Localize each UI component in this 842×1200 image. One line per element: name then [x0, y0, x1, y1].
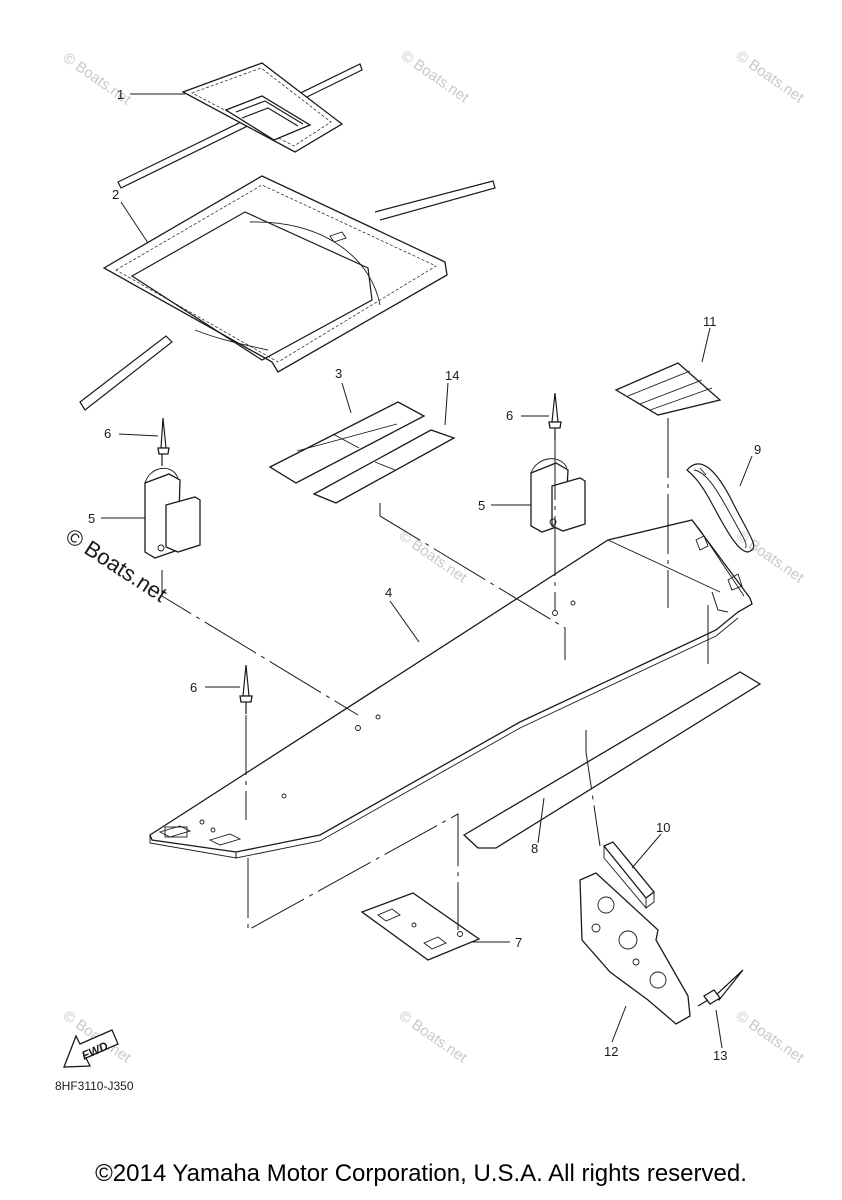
watermark: © Boats.net	[733, 47, 808, 106]
callout-13: 13	[713, 1048, 727, 1063]
callout-4: 4	[385, 585, 392, 600]
watermark: © Boats.net	[733, 527, 808, 586]
callout-12: 12	[604, 1044, 618, 1059]
part-5-bracket-left	[144, 468, 201, 559]
callout-11: 11	[703, 314, 717, 329]
part-3-sticker	[268, 401, 426, 484]
diagram-code: 8HF3110-J350	[55, 1079, 134, 1093]
callout-14: 14	[445, 368, 459, 383]
callout-7: 7	[515, 935, 522, 950]
callout-5: 5	[478, 498, 485, 513]
watermark: © Boats.net	[733, 1007, 808, 1066]
callout-5: 5	[88, 511, 95, 526]
copyright-notice: ©2014 Yamaha Motor Corporation, U.S.A. A…	[95, 1160, 747, 1187]
part-5-bracket-right	[530, 458, 586, 533]
part-6-rivet-left	[157, 417, 170, 466]
part-11-pad	[614, 362, 722, 416]
callout-2: 2	[112, 187, 119, 202]
part-10-block	[602, 841, 655, 910]
part-7-plate	[360, 892, 481, 961]
part-6-rivet-mid	[548, 392, 562, 440]
callout-6: 6	[506, 408, 513, 423]
callout-9: 9	[754, 442, 761, 457]
leader-lines	[101, 93, 753, 1049]
part-1-pocket	[117, 62, 363, 189]
part-2-storage-bag	[79, 175, 496, 411]
watermark: © Boats.net	[398, 47, 473, 106]
part-6-rivet-lower	[239, 664, 253, 714]
part-12-bracket-plate	[579, 872, 691, 1025]
callout-3: 3	[335, 366, 342, 381]
fwd-arrow-icon: FWD	[63, 1029, 119, 1068]
callout-10: 10	[656, 820, 670, 835]
callout-8: 8	[531, 841, 538, 856]
assembly-lines	[161, 418, 729, 931]
callout-6: 6	[104, 426, 111, 441]
callout-1: 1	[117, 87, 124, 102]
watermark: © Boats.net	[396, 1007, 471, 1066]
part-4-base-plate	[149, 519, 753, 859]
callouts: 1 2 3 4 5 5 6 6 6 7 8 9 10 11 12 13 14	[88, 87, 761, 1063]
part-14-sticker	[312, 429, 456, 504]
part-13-rivet	[697, 969, 744, 1007]
part-9-strap	[686, 463, 755, 553]
watermark: © Boats.net	[396, 527, 471, 586]
callout-6: 6	[190, 680, 197, 695]
part-8-foam	[462, 671, 762, 849]
